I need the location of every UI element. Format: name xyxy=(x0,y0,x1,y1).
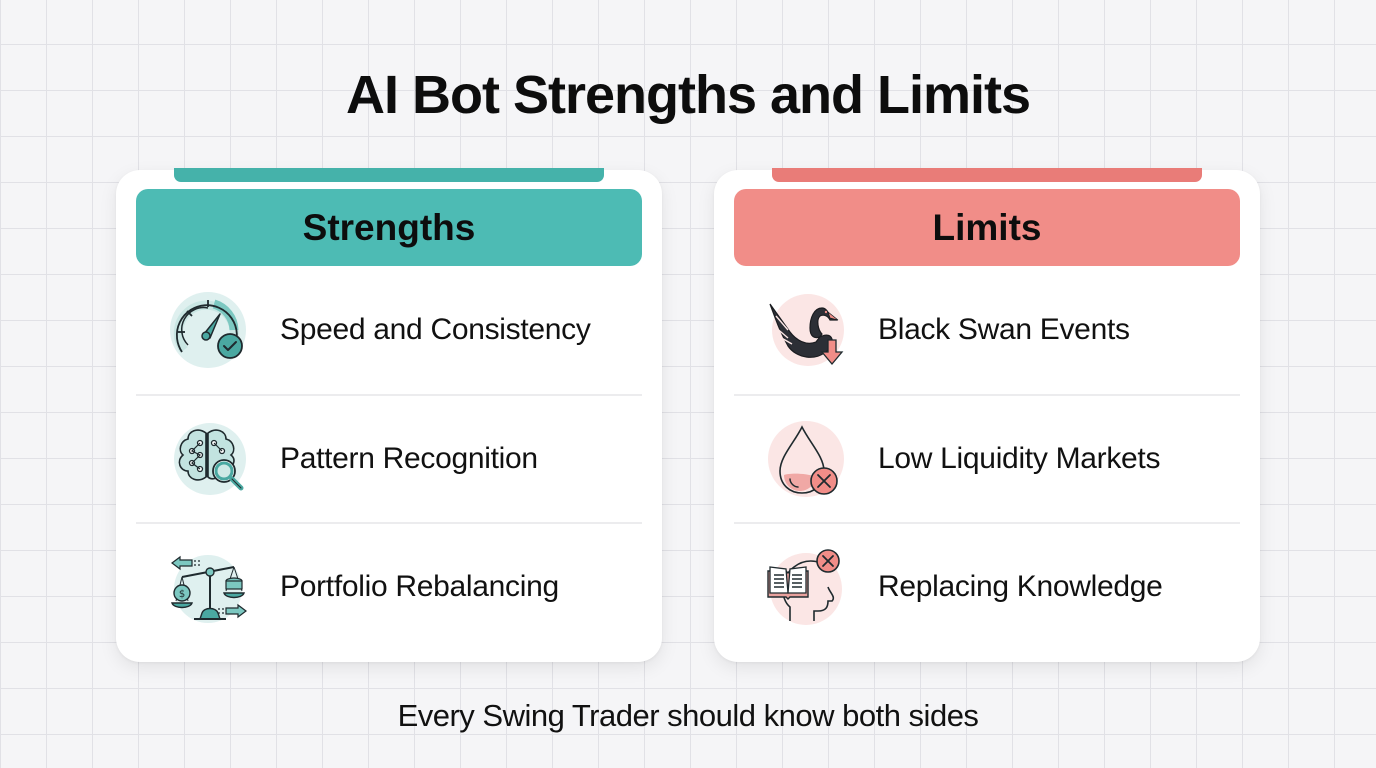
strength-label: Pattern Recognition xyxy=(280,442,538,475)
limits-header: Limits xyxy=(734,189,1240,266)
limits-card: Limits Black Swan Events xyxy=(714,168,1260,662)
strengths-accent-bar xyxy=(174,168,604,182)
list-item: Black Swan Events xyxy=(734,266,1240,394)
list-item: Pattern Recognition xyxy=(136,394,642,522)
list-item: Speed and Consistency xyxy=(136,266,642,394)
strength-label: Speed and Consistency xyxy=(280,313,591,346)
svg-text:$: $ xyxy=(179,589,185,600)
limit-label: Low Liquidity Markets xyxy=(878,442,1161,475)
footer-caption: Every Swing Trader should know both side… xyxy=(397,698,979,733)
black-swan-down-arrow-icon xyxy=(766,290,846,370)
strengths-card: Strengths Speed and Consistency xyxy=(116,168,662,662)
balance-scale-icon: $ xyxy=(168,547,248,627)
limit-label: Black Swan Events xyxy=(878,313,1130,346)
strength-label: Portfolio Rebalancing xyxy=(280,570,559,603)
head-book-x-icon xyxy=(766,547,846,627)
brain-magnifier-icon xyxy=(168,419,248,499)
limit-label: Replacing Knowledge xyxy=(878,570,1163,603)
list-item: Replacing Knowledge xyxy=(734,522,1240,650)
speedometer-check-icon xyxy=(168,290,248,370)
drop-x-icon xyxy=(766,419,846,499)
strengths-header: Strengths xyxy=(136,189,642,266)
limits-accent-bar xyxy=(772,168,1202,182)
page-title: AI Bot Strengths and Limits xyxy=(345,65,1031,125)
list-item: $ Portfolio Rebalancing xyxy=(136,522,642,650)
list-item: Low Liquidity Markets xyxy=(734,394,1240,522)
